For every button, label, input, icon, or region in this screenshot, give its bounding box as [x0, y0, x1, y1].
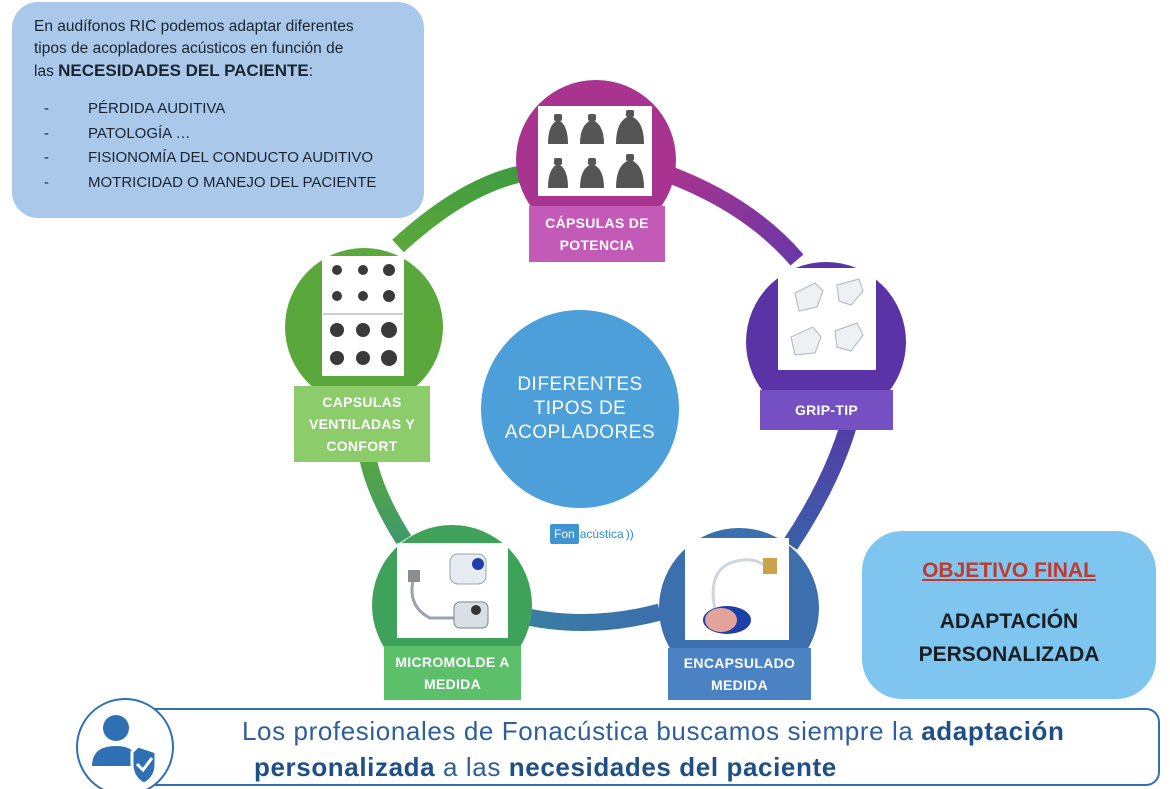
banner-text: a las: [435, 752, 509, 782]
node-potencia-label: CÁPSULAS DE POTENCIA: [529, 206, 665, 262]
banner-line-1: Los profesionales de Fonacústica buscamo…: [242, 716, 1065, 747]
needs-item: PÉRDIDA AUDITIVA: [34, 97, 402, 122]
user-shield-icon: [92, 715, 158, 786]
needs-item: FISIONOMÍA DEL CONDUCTO AUDITIVO: [34, 146, 402, 171]
objective-title: OBJETIVO FINAL: [922, 559, 1096, 582]
power-domes-photo: [538, 106, 652, 196]
logo-box-text: Fon: [550, 524, 579, 544]
banner-emphasis: necesidades del paciente: [508, 752, 837, 782]
grip-tip-photo: [778, 268, 876, 370]
needs-list: PÉRDIDA AUDITIVA PATOLOGÍA … FISIONOMÍA …: [34, 97, 402, 195]
banner-text: Los profesionales de Fonacústica buscamo…: [242, 716, 922, 746]
objective-text: ADAPTACIÓN PERSONALIZADA: [862, 605, 1156, 671]
node-grip-label: GRIP-TIP: [760, 390, 893, 430]
intro-prefix: las: [34, 63, 59, 80]
banner-emphasis: personalizada: [254, 752, 436, 782]
intro-line-3: las NECESIDADES DEL PACIENTE:: [34, 60, 402, 83]
needs-item: PATOLOGÍA …: [34, 122, 402, 147]
intro-box: En audífonos RIC podemos adaptar diferen…: [12, 2, 424, 218]
logo-waves: )): [625, 527, 634, 541]
intro-line-2: tipos de acopladores acústicos en funció…: [34, 40, 344, 57]
fonacustica-logo: Fon acústica )): [550, 524, 634, 544]
node-micromolde-label: MICROMOLDE A MEDIDA: [384, 646, 521, 700]
vented-domes-photo: [322, 256, 404, 376]
bottom-banner: Los profesionales de Fonacústica buscamo…: [110, 708, 1160, 786]
objective-box: OBJETIVO FINAL ADAPTACIÓN PERSONALIZADA: [862, 531, 1156, 699]
node-encapsulado-label: ENCAPSULADO MEDIDA: [668, 648, 811, 700]
node-ventiladas-label: CAPSULAS VENTILADAS Y CONFORT: [294, 386, 430, 462]
ring-arc-top-right: [664, 166, 804, 266]
micromold-photo: [397, 543, 508, 638]
logo-text: acústica: [579, 527, 624, 541]
center-circle: DIFERENTES TIPOS DE ACOPLADORES: [481, 310, 679, 508]
objective-line-1: ADAPTACIÓN: [939, 610, 1079, 633]
needs-item: MOTRICIDAD O MANEJO DEL PACIENTE: [34, 171, 402, 196]
intro-strong: NECESIDADES DEL PACIENTE: [58, 61, 309, 80]
objective-line-2: PERSONALIZADA: [918, 643, 1100, 666]
custom-shell-photo: [685, 538, 789, 640]
banner-emphasis: adaptación: [921, 716, 1065, 746]
ring-arc-top-left: [392, 163, 534, 253]
user-shield-badge: [76, 698, 174, 789]
banner-line-2: personalizada a las necesidades del paci…: [254, 752, 837, 783]
intro-line-1: En audífonos RIC podemos adaptar diferen…: [34, 18, 354, 35]
ring-arc-bottom: [512, 603, 663, 632]
center-label: DIFERENTES TIPOS DE ACOPLADORES: [504, 374, 656, 443]
intro-suffix: :: [308, 63, 314, 80]
